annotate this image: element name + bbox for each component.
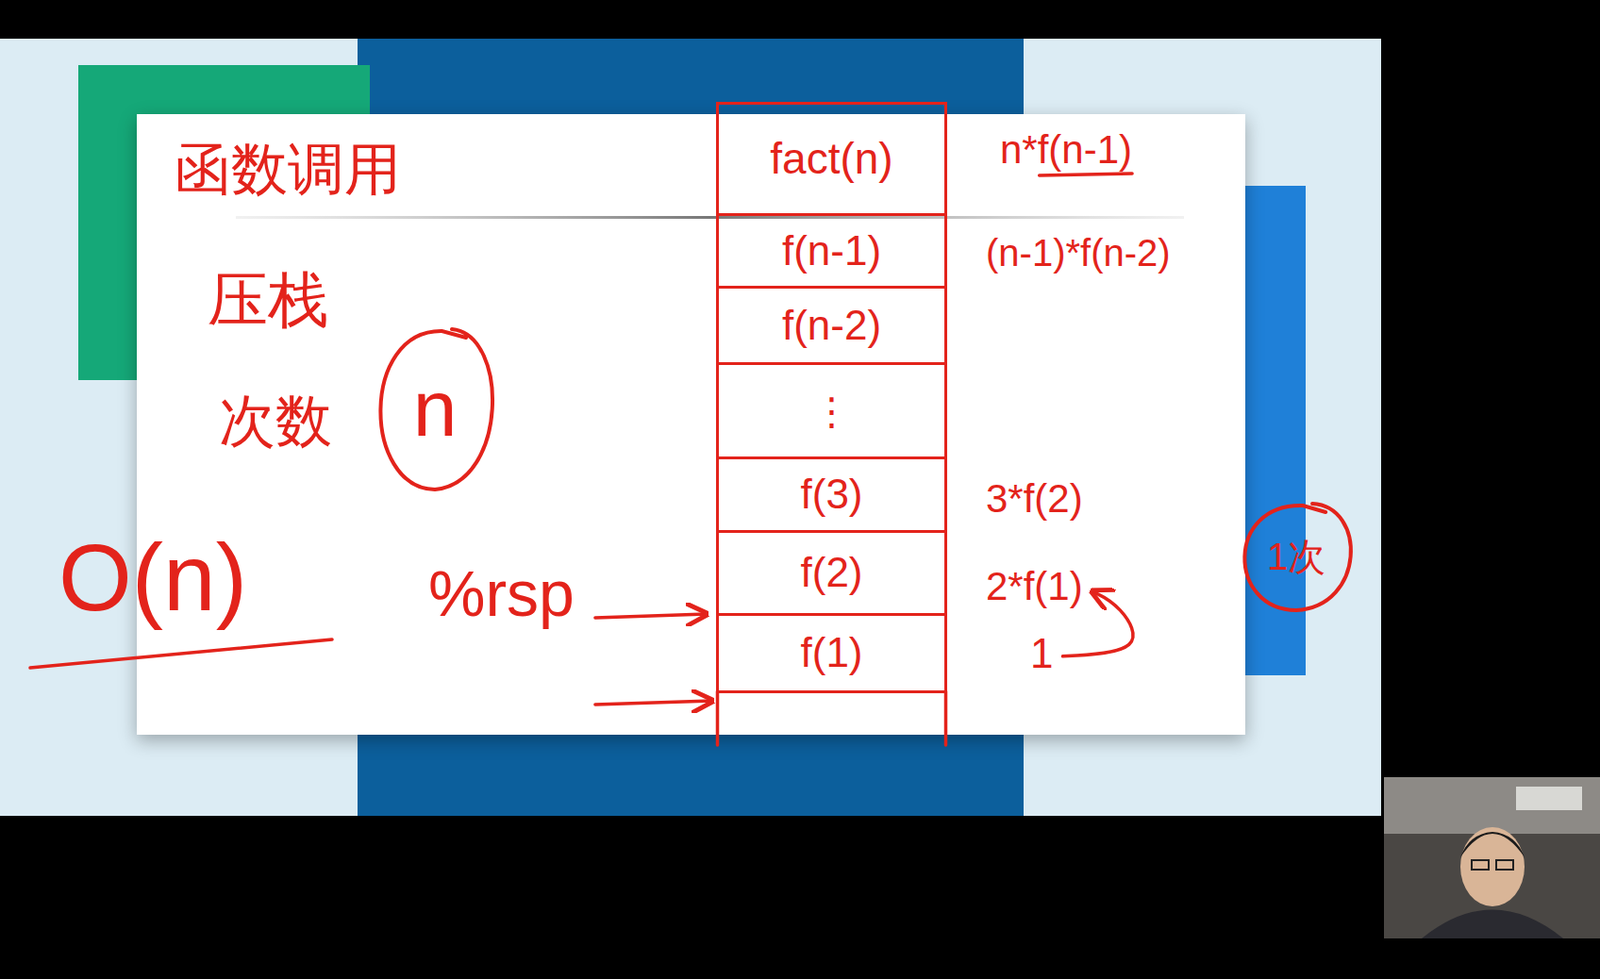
stack-frame: f(n-1) <box>716 216 948 289</box>
note: 压栈 <box>207 266 329 336</box>
node-text: f(n-1) <box>782 227 882 276</box>
webcam-view <box>1383 777 1600 939</box>
stack-frame: f(3) <box>716 459 948 534</box>
expression: 1 <box>1030 630 1053 679</box>
node-text: 1次 <box>1266 534 1326 579</box>
node-text: ⋮ <box>813 389 851 434</box>
expression: 2*f(1) <box>985 564 1084 610</box>
note: 次数 <box>218 388 333 454</box>
node-text: fact(n) <box>769 133 893 184</box>
circled-note: 1次 <box>1229 500 1364 613</box>
divider-line <box>235 216 1184 219</box>
blue-strip <box>1242 185 1306 676</box>
stack-frame: f(n-2) <box>716 288 948 366</box>
underline <box>30 639 333 668</box>
node-text: f(2) <box>800 549 864 598</box>
stack-wall <box>716 691 720 746</box>
node-text: f(3) <box>800 470 864 519</box>
underline <box>1039 173 1133 176</box>
pointer-arrow <box>595 614 707 618</box>
pointer-arrow <box>595 700 713 705</box>
complexity-note: O(n) <box>58 523 248 633</box>
stack-frame: ⋮ <box>716 365 948 460</box>
node-text: f(n-2) <box>782 301 882 350</box>
expression: 3*f(2) <box>985 476 1084 522</box>
node-text: n <box>413 363 458 455</box>
stack-wall <box>944 691 949 746</box>
expression: (n-1)*f(n-2) <box>985 231 1171 275</box>
stack-frame: fact(n) <box>716 101 948 217</box>
circle-stroke <box>1244 503 1351 611</box>
stack-frame: f(2) <box>716 533 948 617</box>
circled-note: n <box>364 326 506 492</box>
register-name: %rsp <box>428 556 575 631</box>
expression: n*f(n-1) <box>1000 127 1133 173</box>
circle-stroke <box>380 329 493 490</box>
node-text: f(1) <box>800 629 864 678</box>
title-note: 函数调用 <box>174 136 401 202</box>
stack-frame: f(1) <box>716 616 948 694</box>
